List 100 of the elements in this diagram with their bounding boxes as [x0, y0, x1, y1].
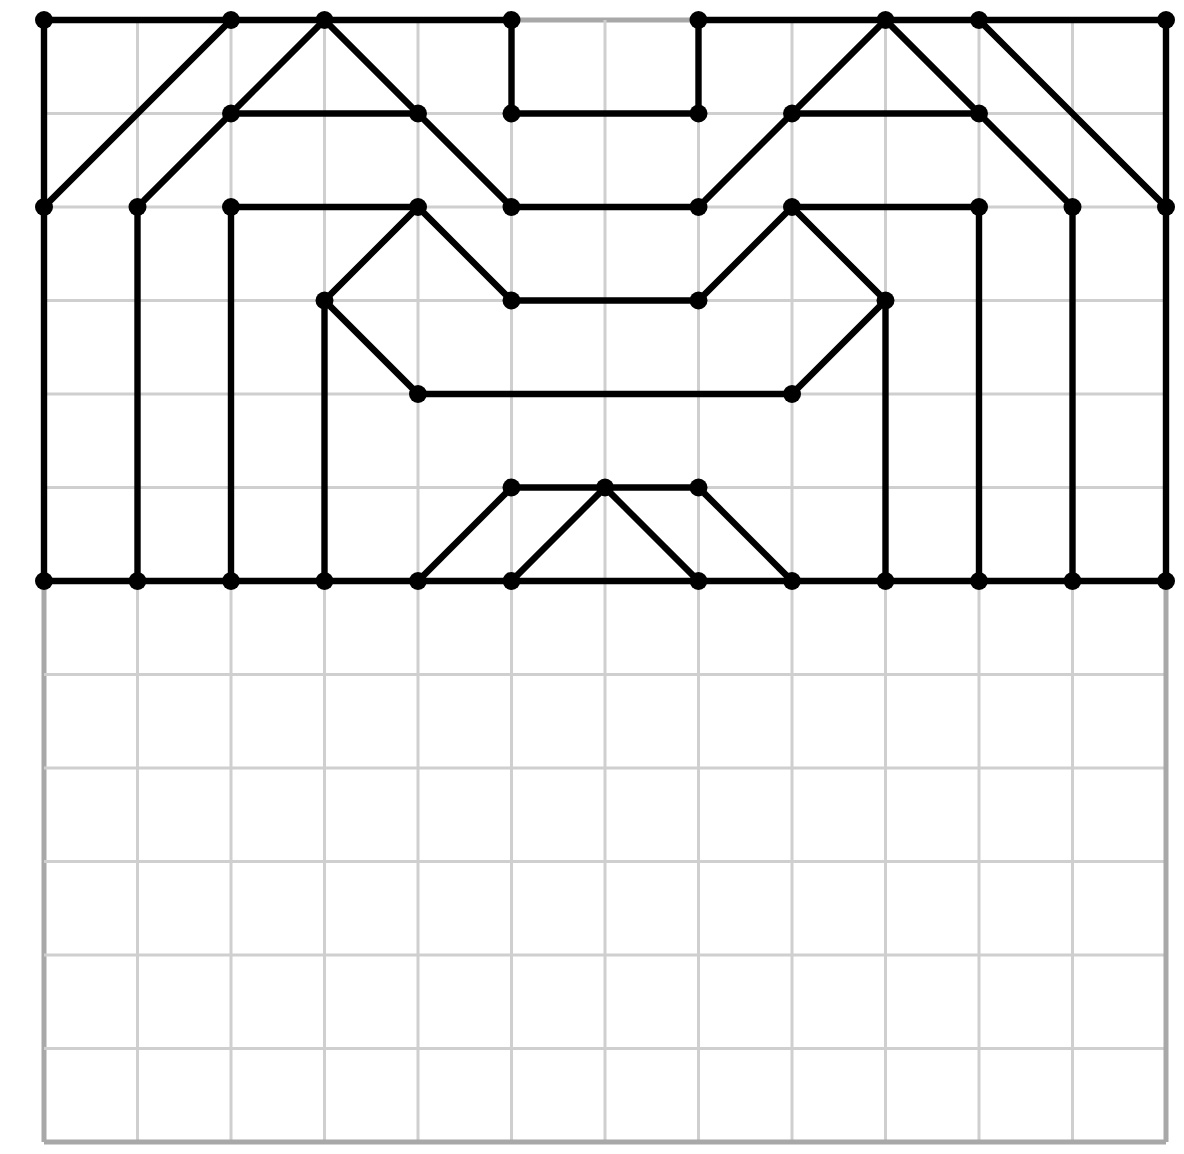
dot: [783, 198, 801, 216]
dot: [502, 291, 521, 310]
line-segment: [704, 16, 880, 24]
line-segment: [982, 23, 1163, 204]
line-segment: [517, 203, 693, 211]
line-segment: [421, 490, 509, 578]
line-segment: [330, 577, 413, 585]
line-segment: [327, 303, 415, 391]
line-segment: [134, 212, 141, 576]
dot: [502, 198, 521, 216]
line-segment: [227, 212, 235, 576]
dot: [1157, 11, 1175, 29]
dot: [970, 104, 988, 123]
dot: [222, 104, 240, 123]
dot: [502, 572, 521, 590]
line-segment: [704, 577, 787, 585]
dot: [35, 198, 53, 216]
line-segment: [517, 110, 693, 117]
line-segment: [327, 210, 415, 298]
dot: [970, 11, 988, 29]
line-segment: [423, 390, 787, 398]
dot: [970, 198, 988, 216]
dot: [409, 385, 427, 403]
dot: [409, 572, 427, 590]
line-segment: [421, 210, 509, 298]
line-segment: [40, 212, 48, 576]
dot: [409, 104, 427, 123]
dot: [970, 572, 988, 590]
line-segment: [891, 577, 974, 585]
line-segment: [610, 484, 693, 491]
dot: [35, 11, 53, 29]
dot: [222, 198, 240, 216]
dot: [222, 572, 240, 590]
dot: [876, 11, 895, 29]
line-segment: [423, 577, 506, 585]
line-segment: [236, 110, 413, 117]
line-segment: [1162, 212, 1170, 576]
line-segment: [701, 210, 789, 298]
dot: [128, 198, 147, 216]
line-segment: [330, 16, 506, 24]
line-segment: [795, 23, 883, 111]
line-segment: [514, 490, 602, 578]
dot: [1063, 198, 1082, 216]
line-segment: [40, 25, 48, 202]
line-segment: [236, 16, 319, 24]
dot: [876, 572, 895, 590]
dot: [876, 291, 895, 310]
dot: [783, 385, 801, 403]
dot: [689, 198, 708, 216]
line-segment: [891, 16, 974, 24]
dot: [128, 572, 147, 590]
dot: [689, 572, 708, 590]
line-segment: [982, 116, 1070, 204]
line-segment: [1162, 25, 1170, 202]
dot: [1157, 198, 1175, 216]
line-segment: [327, 23, 415, 111]
line-segment: [608, 490, 696, 578]
line-segment: [984, 577, 1067, 585]
line-segment: [701, 116, 789, 204]
line-segment: [975, 212, 983, 576]
line-segment: [797, 203, 974, 211]
line-segment: [795, 303, 883, 391]
dot: [222, 11, 240, 29]
dot: [689, 104, 708, 123]
line-segment: [984, 16, 1161, 24]
line-segment: [140, 116, 228, 204]
dot: [596, 478, 614, 497]
dot: [502, 11, 521, 29]
dot: [502, 478, 521, 497]
line-segment: [797, 577, 880, 585]
line-segment: [143, 577, 226, 585]
dot: [502, 104, 521, 123]
dot: [689, 11, 708, 29]
line-segment: [49, 16, 226, 24]
dot: [35, 572, 53, 590]
line-segment: [421, 116, 509, 204]
dot: [315, 572, 334, 590]
line-segment: [321, 306, 328, 576]
line-segment: [49, 577, 132, 585]
line-segment: [797, 110, 974, 117]
line-segment: [236, 577, 319, 585]
dot: [1063, 572, 1082, 590]
line-segment: [795, 210, 883, 298]
line-segment: [882, 306, 889, 576]
line-segment: [1069, 212, 1076, 576]
line-segment: [888, 23, 976, 111]
dot: [315, 291, 334, 310]
dot: [315, 11, 334, 29]
dot: [783, 572, 801, 590]
line-segment: [695, 25, 702, 108]
line-segment: [517, 297, 693, 304]
line-segment: [47, 23, 228, 204]
line-segment: [508, 25, 515, 108]
line-segment: [517, 577, 693, 585]
line-segment: [236, 203, 413, 211]
dot: [409, 198, 427, 216]
line-segment: [234, 23, 322, 111]
line-segment: [701, 490, 789, 578]
line-segment: [517, 484, 600, 491]
dot: [1157, 572, 1175, 590]
